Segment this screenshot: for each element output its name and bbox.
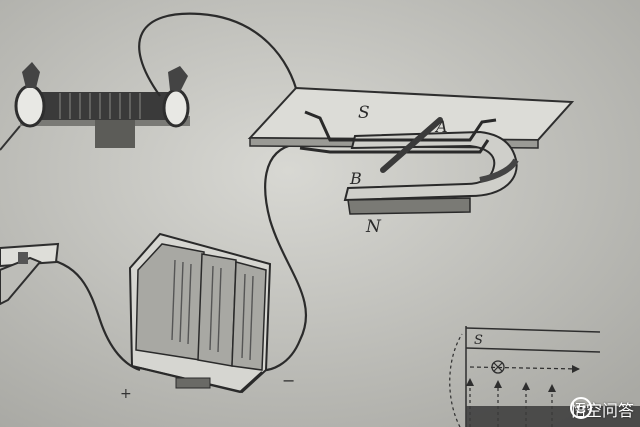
rheostat-terminal-right: [168, 66, 188, 92]
battery-positive-sign: +: [120, 386, 132, 402]
knife-switch: [0, 242, 60, 306]
rod-end-A-label: A: [434, 117, 448, 136]
watermark-text: 悟空问答: [569, 401, 634, 420]
battery-cell-1: [135, 243, 205, 361]
inset-pole-S-label: S: [474, 333, 483, 348]
conducting-rod-AB: [380, 117, 443, 173]
magnet-pole-N-label: N: [365, 217, 382, 237]
inset-field-diagram: S: [449, 326, 640, 427]
battery-pack: + −: [120, 232, 295, 402]
wukong-logo-icon: [569, 397, 592, 419]
battery-negative-sign: −: [282, 371, 295, 390]
battery-cell-3: [231, 261, 267, 371]
rheostat-end-cap-left: [14, 84, 46, 128]
rheostat-end-cap-right: [162, 88, 190, 128]
rheostat-slider: [95, 120, 135, 148]
magnet-pole-S-label: S: [358, 103, 370, 123]
rod-end-B-label: B: [349, 169, 362, 188]
battery-cell-2: [197, 253, 237, 367]
watermark: 悟空问答: [569, 397, 634, 421]
rheostat: [0, 62, 190, 151]
magnet-apparatus: S A B N: [247, 86, 575, 237]
wire-switch-to-battery: [39, 256, 141, 372]
wire-rails-to-battery: [257, 142, 307, 372]
rheostat-coil: [22, 92, 180, 120]
rheostat-terminal-left: [22, 62, 40, 88]
